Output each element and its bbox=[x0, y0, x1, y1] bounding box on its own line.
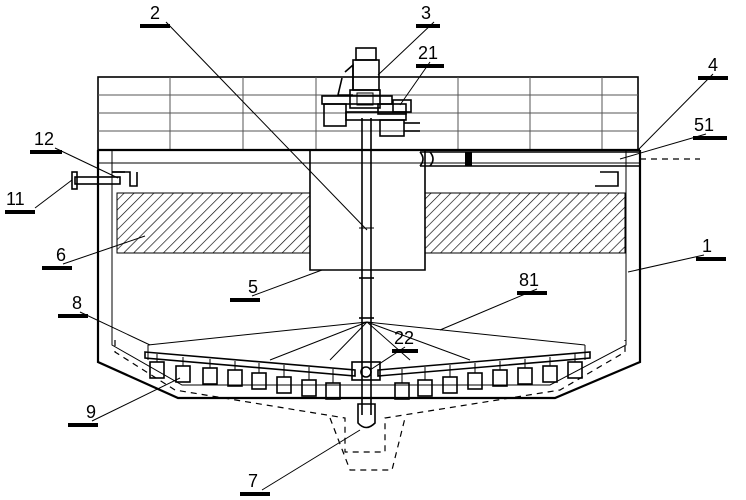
drive-unit bbox=[321, 47, 420, 137]
label-2: 2 bbox=[150, 3, 160, 23]
rake-blades bbox=[149, 354, 583, 400]
outlet-pipe-left bbox=[71, 171, 121, 190]
label-11: 11 bbox=[6, 189, 25, 209]
leader-lines bbox=[34, 21, 714, 491]
label-8: 8 bbox=[72, 293, 82, 313]
label-21: 21 bbox=[418, 43, 438, 63]
tank-wall bbox=[96, 148, 642, 471]
sludge-layer bbox=[116, 192, 626, 254]
label-7: 7 bbox=[248, 471, 258, 491]
label-5: 5 bbox=[248, 277, 258, 297]
label-9: 9 bbox=[86, 402, 96, 422]
bridge-grid bbox=[97, 76, 639, 151]
label-4: 4 bbox=[708, 55, 718, 75]
part-labels: 2 3 21 4 51 12 11 6 5 1 8 81 22 9 7 bbox=[6, 3, 718, 491]
label-51: 51 bbox=[694, 115, 714, 135]
overflow-trough bbox=[112, 171, 619, 187]
label-81: 81 bbox=[519, 270, 539, 290]
label-1: 1 bbox=[702, 236, 712, 256]
label-3: 3 bbox=[421, 3, 431, 23]
rake-truss bbox=[144, 321, 591, 381]
central-shaft bbox=[357, 118, 376, 429]
feed-pipe bbox=[419, 151, 700, 167]
feed-well bbox=[309, 150, 426, 271]
label-bars bbox=[5, 24, 728, 496]
label-6: 6 bbox=[56, 245, 66, 265]
label-12: 12 bbox=[34, 129, 54, 149]
label-22: 22 bbox=[394, 328, 414, 348]
